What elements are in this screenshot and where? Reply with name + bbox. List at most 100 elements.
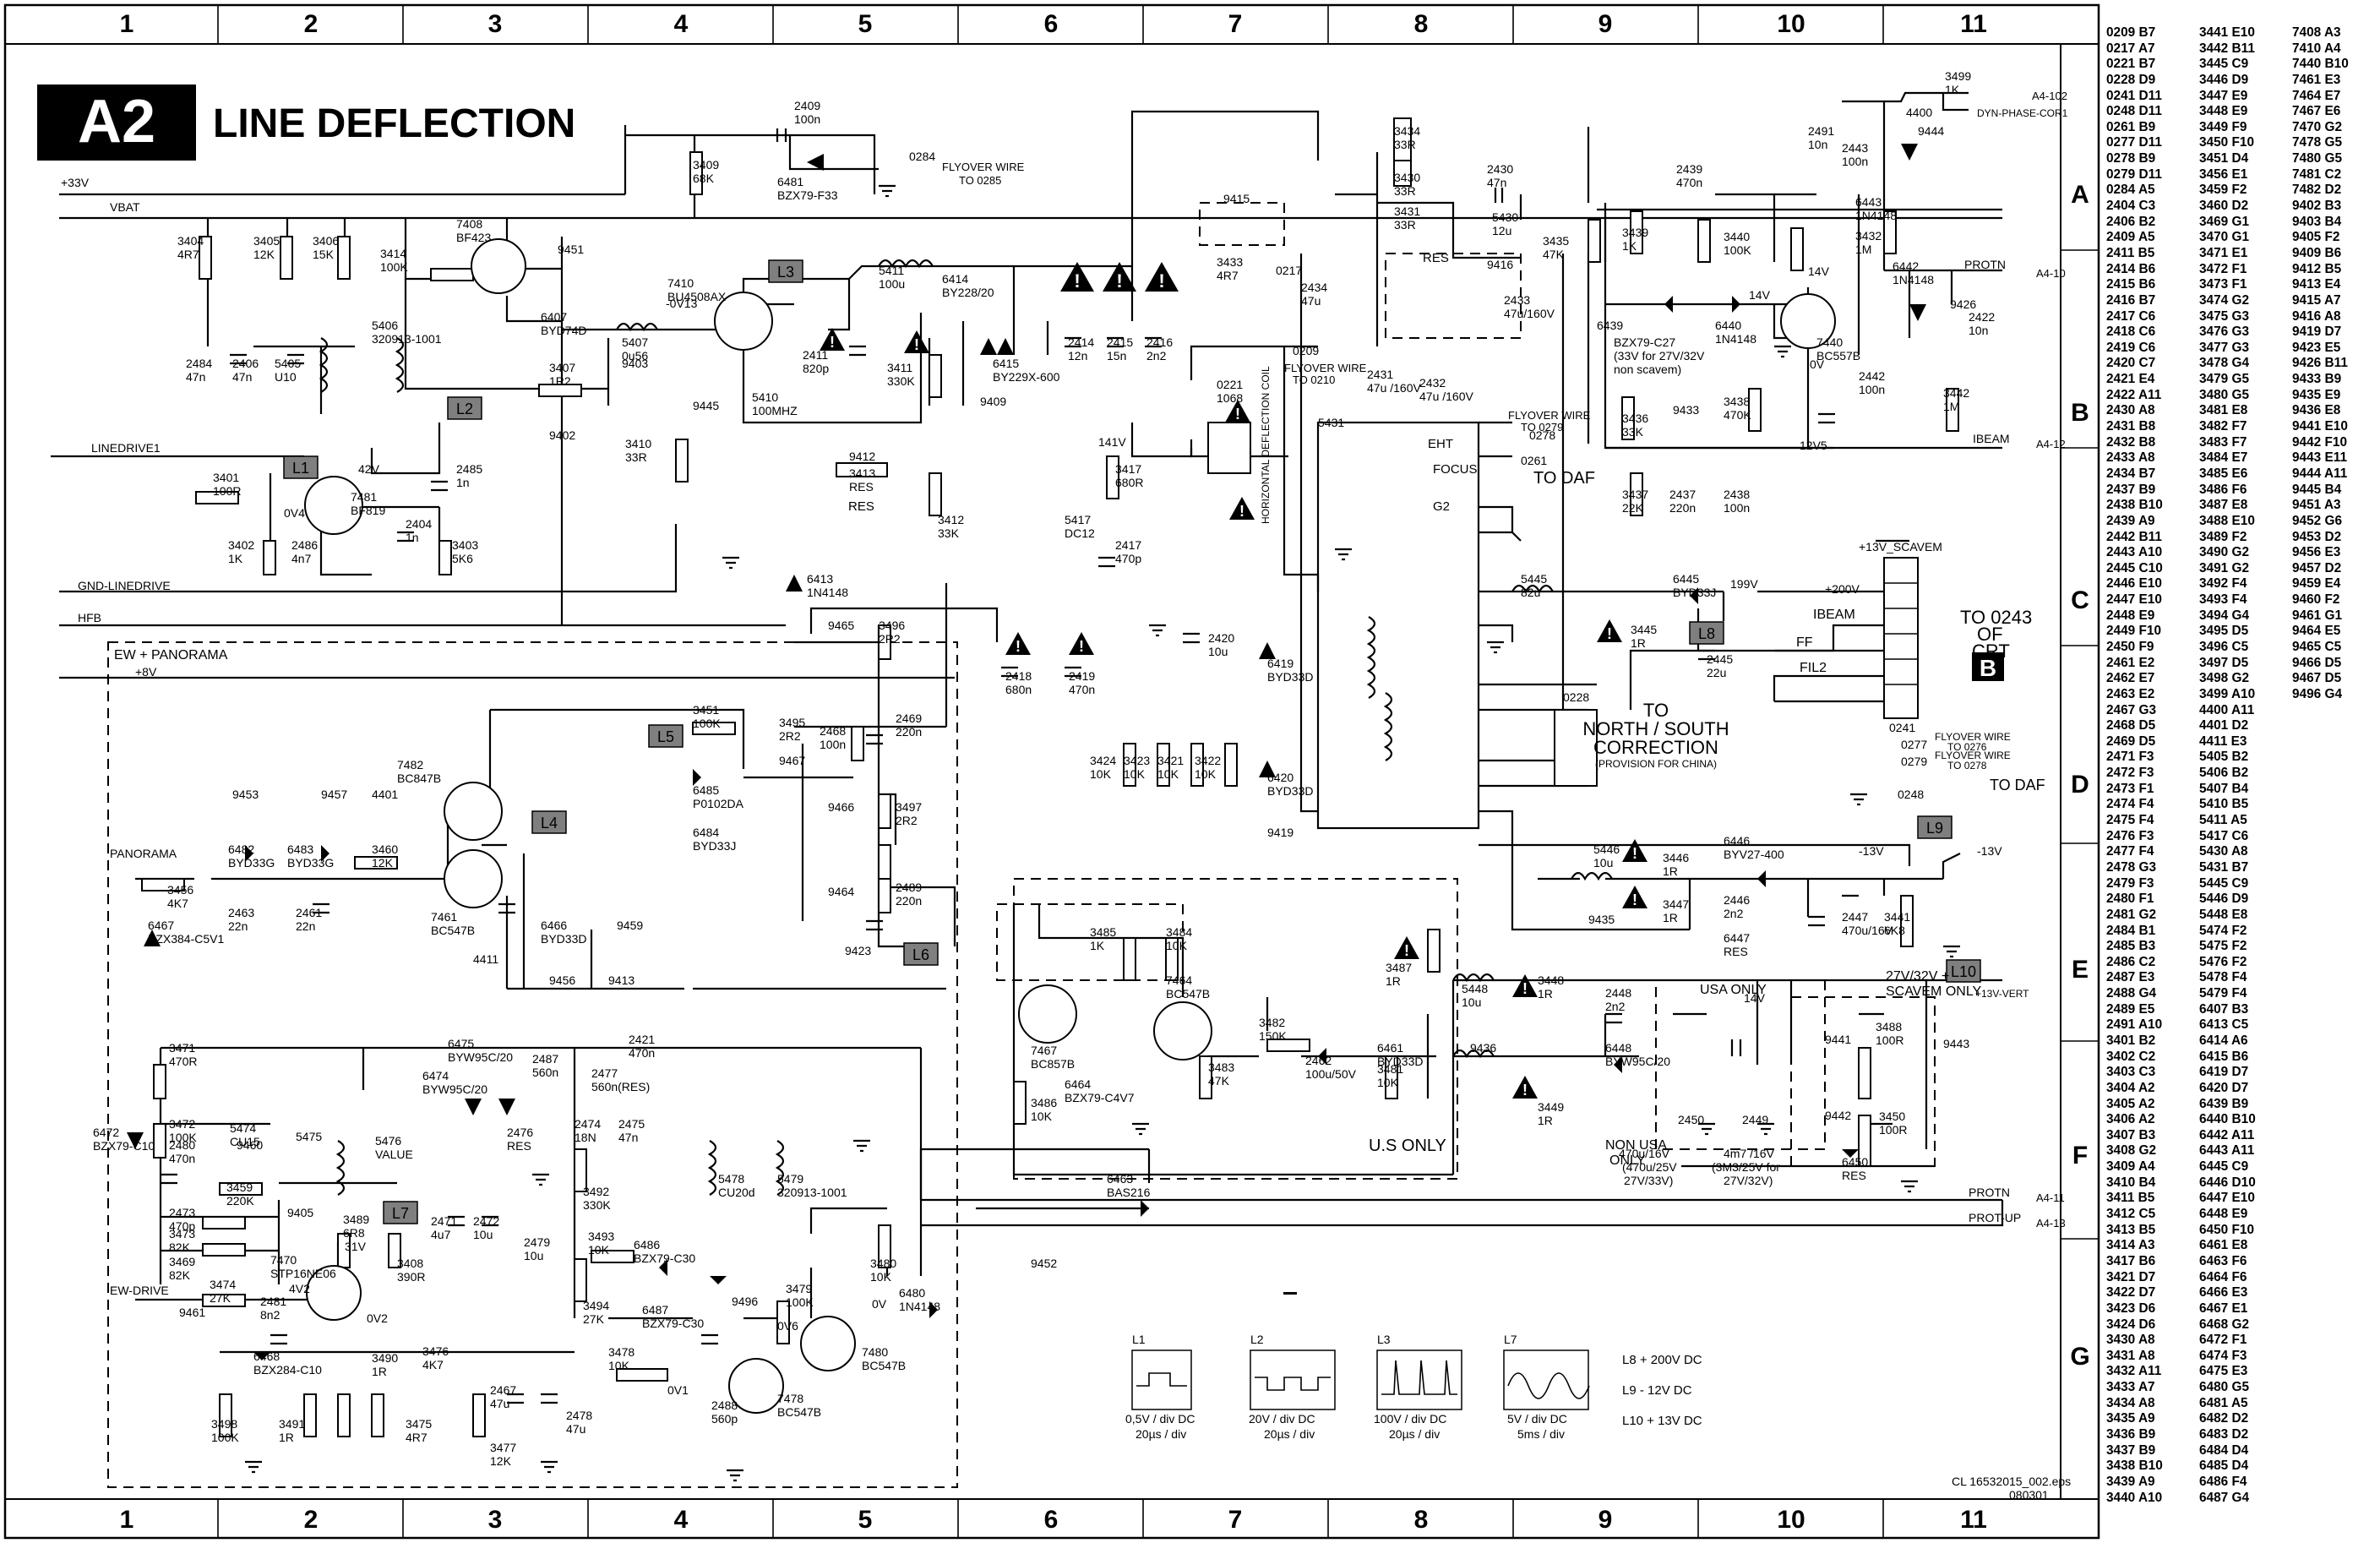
component-ref: 6442 — [1893, 259, 1919, 273]
component-ref: 6464 — [1065, 1077, 1091, 1091]
warning-icon: ! — [1225, 400, 1250, 423]
component-value: 47n — [232, 370, 252, 384]
svg-text:!: ! — [1074, 270, 1080, 292]
title-badge — [37, 85, 196, 161]
component-ref: 2415 — [1107, 335, 1133, 349]
component-value: DC12 — [1065, 526, 1095, 540]
component-ref: 5405 — [275, 357, 301, 370]
row-label: A — [2071, 181, 2089, 209]
component-value: 100K — [169, 1131, 197, 1144]
component-value: 10u — [1208, 645, 1228, 658]
col-label: 9 — [1598, 1506, 1613, 1534]
component-ref: 3409 — [693, 158, 719, 172]
component-ref: 6472 — [93, 1126, 119, 1139]
warning-icon: ! — [1394, 936, 1419, 959]
index-entry: 3401 B2 — [2106, 1033, 2156, 1048]
index-entry: 6447 E10 — [2199, 1191, 2255, 1206]
net-label: 0V4 — [284, 506, 305, 520]
index-entry: 3499 A10 — [2199, 686, 2256, 701]
component-ref: 6480 — [899, 1286, 925, 1300]
index-entry: 3408 G2 — [2106, 1143, 2157, 1159]
waveform-l7-trace — [1507, 1372, 1590, 1399]
component-value: 320913-1001 — [372, 332, 442, 346]
index-entry: 3486 F6 — [2199, 482, 2247, 497]
component-value: 4R7 — [406, 1431, 428, 1444]
component-value: 470u/16V — [1842, 924, 1893, 937]
component-value: 15n — [1107, 349, 1126, 363]
component-ref: 6486 — [634, 1238, 660, 1251]
net-label: 0V — [872, 1297, 887, 1311]
net-label: LINEDRIVE1 — [91, 441, 161, 455]
zener-note: non scavem) — [1614, 363, 1681, 376]
component-value: 1n — [406, 531, 419, 544]
index-entry: 0228 D9 — [2106, 72, 2156, 87]
index-entry: 3487 E8 — [2199, 498, 2248, 513]
component-value: 47u /160V — [1367, 381, 1421, 395]
component-ref: 3402 — [228, 538, 254, 552]
component-value: BY228/20 — [942, 286, 994, 299]
tag-l10: L10 — [1951, 963, 1976, 980]
component-value: 1R — [1631, 636, 1646, 650]
index-entry: 9441 E10 — [2292, 419, 2348, 434]
index-entry: 3433 A7 — [2106, 1380, 2155, 1395]
component-ref: 3491 — [279, 1417, 305, 1431]
component-value: STP16NE06 — [270, 1267, 336, 1280]
dc-legend: L8 + 200V DC — [1622, 1353, 1702, 1367]
component-value: 2n2 — [1605, 1000, 1626, 1013]
res-label: RES — [1423, 251, 1449, 265]
component-ref: 2430 — [1487, 162, 1513, 176]
date-label: 080301 — [2009, 1488, 2049, 1502]
index-entry: 0284 A5 — [2106, 183, 2155, 198]
component-ref: 0228 — [1563, 690, 1589, 704]
index-entry: 2419 C6 — [2106, 340, 2156, 355]
component-ref: 2419 — [1069, 669, 1095, 683]
component-value: 33R — [1394, 138, 1416, 151]
index-entry: 3476 G3 — [2199, 324, 2250, 340]
index-entry: 2473 F1 — [2106, 781, 2154, 796]
component-ref: 5406 — [372, 319, 398, 332]
index-entry: 3474 G2 — [2199, 292, 2250, 308]
component-value: P0102DA — [693, 797, 744, 810]
index-entry: 6440 B10 — [2199, 1112, 2256, 1127]
component-ref: 2471 — [431, 1214, 457, 1228]
index-entry: 3485 E6 — [2199, 466, 2248, 481]
component-value: 10K — [1124, 767, 1146, 781]
zener-note: BZX79-C27 — [1614, 335, 1675, 349]
index-entry: 6472 F1 — [2199, 1333, 2247, 1348]
component-ref: 6448 — [1605, 1041, 1631, 1055]
component-value: BYD33G — [287, 856, 334, 870]
svg-text:!: ! — [1632, 845, 1637, 862]
component-value: RES — [1842, 1169, 1866, 1182]
net-label: 0V — [1810, 357, 1825, 371]
component-ref: 2461 — [296, 906, 322, 919]
index-entry: 9456 E3 — [2292, 545, 2341, 560]
waveform-name: L3 — [1377, 1333, 1391, 1346]
component-ref: 2446 — [1724, 893, 1750, 907]
component-value: 680R — [1115, 476, 1143, 489]
index-entry: 6484 D4 — [2199, 1442, 2249, 1458]
index-entry: 2471 F3 — [2106, 750, 2154, 765]
warning-icon: ! — [1145, 262, 1179, 292]
component-value: BC557B — [1816, 349, 1860, 363]
index-entry: 0248 D11 — [2106, 104, 2162, 119]
net-label: -13V — [1977, 844, 2002, 858]
index-entry: 6448 E9 — [2199, 1207, 2248, 1222]
index-entry: 2417 C6 — [2106, 308, 2156, 324]
component-ref: 6466 — [541, 919, 567, 932]
index-entry: 4401 D2 — [2199, 718, 2249, 733]
index-entry: 2485 B3 — [2106, 939, 2156, 954]
index-entry: 2450 F9 — [2106, 639, 2154, 654]
component-ref: 3490 — [372, 1351, 398, 1365]
col-label: 10 — [1777, 10, 1805, 38]
index-entry: 5476 F2 — [2199, 954, 2247, 969]
row-label: D — [2071, 771, 2089, 799]
index-entry: 6419 D7 — [2199, 1065, 2249, 1080]
index-entry: 3492 F4 — [2199, 576, 2247, 592]
index-entry: 6413 C5 — [2199, 1017, 2249, 1033]
component-ref: 3480 — [870, 1257, 896, 1270]
component-ref: 6413 — [807, 572, 833, 586]
index-entry: 9433 B9 — [2292, 372, 2342, 387]
component-value: 2R2 — [879, 632, 901, 646]
component-value: 330K — [887, 374, 915, 388]
component-value: 22n — [228, 919, 248, 933]
